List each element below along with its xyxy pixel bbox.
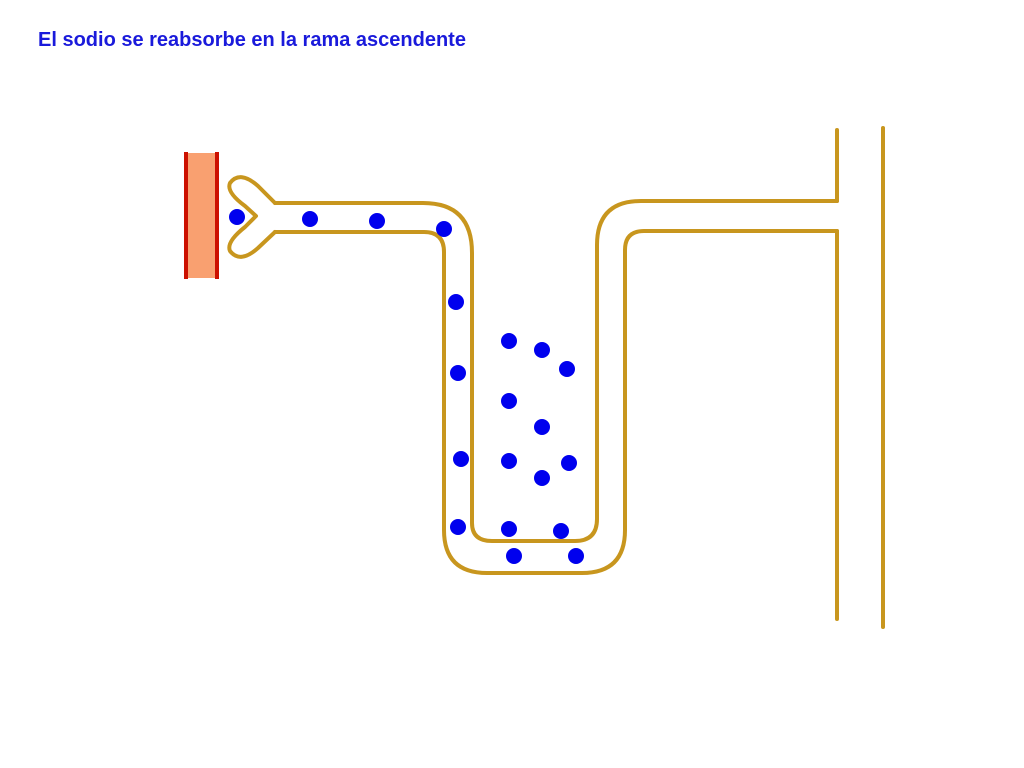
slide-title: El sodio se reabsorbe en la rama ascende… bbox=[38, 29, 466, 51]
sodium-ions bbox=[229, 209, 584, 564]
sodium-ion bbox=[534, 419, 550, 435]
sodium-ion bbox=[506, 548, 522, 564]
tubule-walls bbox=[227, 126, 885, 629]
inner-tubule-wall bbox=[273, 229, 839, 575]
sodium-ion bbox=[229, 209, 245, 225]
sodium-ion bbox=[450, 519, 466, 535]
sodium-ion bbox=[302, 211, 318, 227]
bowman-capsule-wall bbox=[227, 175, 277, 259]
outer-tubule-wall bbox=[273, 199, 839, 543]
sodium-ion bbox=[453, 451, 469, 467]
afferent-vessel bbox=[184, 152, 219, 279]
sodium-ion bbox=[436, 221, 452, 237]
sodium-ion bbox=[369, 213, 385, 229]
sodium-ion bbox=[534, 470, 550, 486]
sodium-ion bbox=[561, 455, 577, 471]
sodium-ion bbox=[553, 523, 569, 539]
sodium-ion bbox=[501, 453, 517, 469]
sodium-ion bbox=[568, 548, 584, 564]
sodium-ion bbox=[534, 342, 550, 358]
sodium-ion bbox=[448, 294, 464, 310]
sodium-ion bbox=[559, 361, 575, 377]
vessel-body bbox=[186, 153, 217, 278]
sodium-ion bbox=[501, 333, 517, 349]
sodium-ion bbox=[501, 521, 517, 537]
sodium-ion bbox=[501, 393, 517, 409]
sodium-ion bbox=[450, 365, 466, 381]
